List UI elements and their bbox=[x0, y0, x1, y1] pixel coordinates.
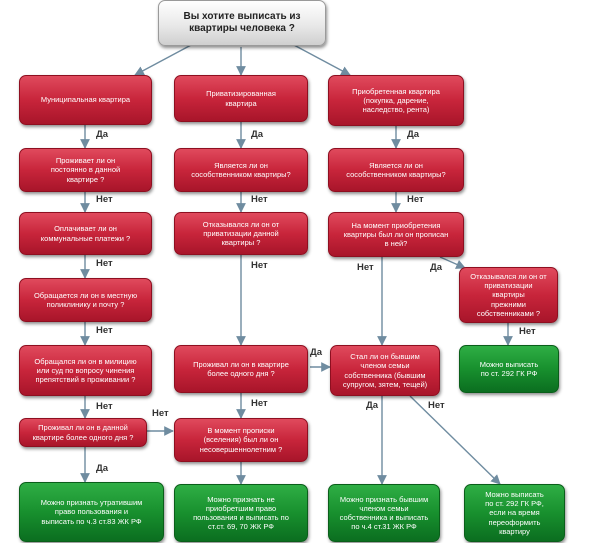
result-article-292-node: Можно выписать по ст. 292 ГК РФ bbox=[459, 345, 559, 393]
lived-more-than-day-node-1: Проживал ли он в данной квартире более о… bbox=[19, 418, 147, 447]
pays-utilities-node: Оплачивает ли он коммунальные платежи ? bbox=[19, 212, 152, 255]
label-yes: Да bbox=[251, 129, 264, 140]
label-no: Нет bbox=[251, 398, 268, 409]
edge-title-municipal bbox=[134, 43, 194, 76]
is-coowner-node-1: Является ли он сособственником квартиры? bbox=[174, 148, 308, 192]
result-article-83-node: Можно признать утратившим право пользова… bbox=[19, 482, 164, 542]
former-family-member-node: Стал ли он бывшим членом семьи собственн… bbox=[330, 345, 440, 396]
label-no: Нет bbox=[251, 194, 268, 205]
label-yes: Да bbox=[310, 347, 323, 358]
municipal-apartment-node: Муниципальная квартира bbox=[19, 75, 152, 125]
edge-title-purchased bbox=[291, 43, 351, 76]
label-yes: Да bbox=[366, 400, 379, 411]
label-no: Нет bbox=[519, 326, 536, 337]
label-no: Нет bbox=[96, 325, 113, 336]
refused-privatization-previous-owners-node: Отказывался ли он от приватизации кварти… bbox=[459, 267, 558, 323]
result-article-69-70-node: Можно признать не приобретшим право поль… bbox=[174, 484, 308, 542]
label-no: Нет bbox=[96, 194, 113, 205]
edge-family-result292reform bbox=[409, 395, 501, 485]
refused-privatization-node: Отказывался ли он от приватизации данной… bbox=[174, 212, 308, 255]
flowchart-title: Вы хотите выписать из квартиры человека … bbox=[158, 0, 326, 46]
privatized-apartment-node: Приватизированная квартира bbox=[174, 75, 308, 122]
label-no: Нет bbox=[152, 408, 169, 419]
label-no: Нет bbox=[407, 194, 424, 205]
label-no: Нет bbox=[357, 262, 374, 273]
clinic-and-post-node: Обращается ли он в местную поликлинику и… bbox=[19, 278, 152, 322]
purchased-apartment-node: Приобретенная квартира (покупка, дарение… bbox=[328, 75, 464, 126]
edge-registered-refusedprev bbox=[439, 256, 466, 269]
label-no: Нет bbox=[96, 401, 113, 412]
minor-at-registration-node: В момент прописки (вселения) был ли он н… bbox=[174, 418, 308, 462]
is-coowner-node-2: Является ли он сособственником квартиры? bbox=[328, 148, 464, 192]
lives-permanently-node: Проживает ли он постоянно в данной кварт… bbox=[19, 148, 152, 192]
label-no: Нет bbox=[428, 400, 445, 411]
result-article-31-node: Можно признать бывшим членом семьи собст… bbox=[328, 484, 440, 542]
police-or-court-node: Обращался ли он в милицию или суд по воп… bbox=[19, 345, 152, 396]
label-yes: Да bbox=[407, 129, 420, 140]
label-yes: Да bbox=[430, 262, 443, 273]
registered-at-purchase-node: На момент приобретения квартиры был ли о… bbox=[328, 212, 464, 257]
label-yes: Да bbox=[96, 129, 109, 140]
lived-more-than-day-node-2: Проживал ли он в квартире более одного д… bbox=[174, 345, 308, 393]
label-yes: Да bbox=[96, 463, 109, 474]
label-no: Нет bbox=[251, 260, 268, 271]
result-article-292-reform-node: Можно выписать по ст. 292 ГК РФ, если на… bbox=[464, 484, 565, 542]
label-no: Нет bbox=[96, 258, 113, 269]
